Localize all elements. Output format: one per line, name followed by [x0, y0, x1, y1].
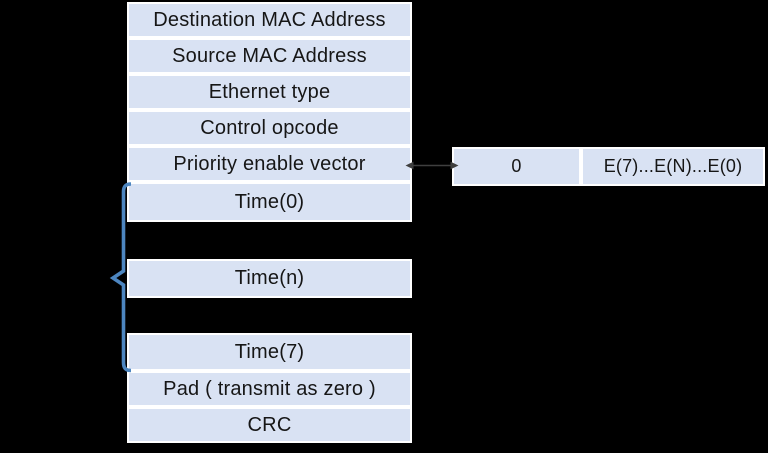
field-crc: CRC: [127, 407, 412, 443]
field-control-opcode: Control opcode: [127, 110, 412, 146]
field-priority-enable-vector: Priority enable vector: [127, 146, 412, 182]
vector-msb-zero-cell: 0: [452, 147, 581, 186]
field-time-n: Time(n): [127, 259, 412, 298]
field-ethernet-type: Ethernet type: [127, 74, 412, 110]
field-source-mac-address: Source MAC Address: [127, 38, 412, 74]
field-time-0: Time(0): [127, 182, 412, 222]
field-destination-mac-address: Destination MAC Address: [127, 2, 412, 38]
vector-enable-bits-cell: E(7)...E(N)...E(0): [581, 147, 765, 186]
field-pad-transmit-as-zero: Pad ( transmit as zero ): [127, 371, 412, 407]
field-time-7: Time(7): [127, 333, 412, 371]
